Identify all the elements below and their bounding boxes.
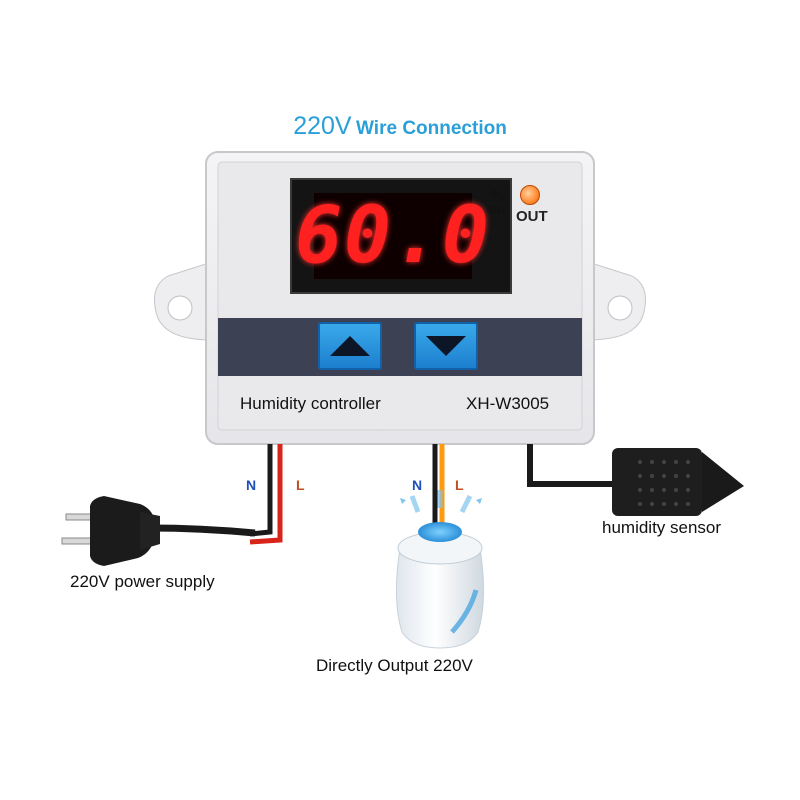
- page-title: 220V Wire Connection: [0, 112, 800, 141]
- display-value: 60.0: [295, 191, 491, 281]
- power-text: power supply: [114, 572, 215, 591]
- device-model: XH-W3005: [466, 394, 550, 413]
- output-voltage: 220V: [433, 656, 473, 675]
- device-name: Humidity controller: [240, 394, 381, 413]
- up-button[interactable]: [318, 322, 382, 370]
- mounting-ear-left: [154, 261, 213, 341]
- power-plug: [61, 496, 160, 566]
- output-text: Directly Output: [316, 656, 429, 675]
- sensor-caption: humidity sensor: [602, 518, 722, 537]
- power-wires: [149, 444, 283, 545]
- title-voltage: 220V: [293, 112, 352, 140]
- output-n-label: N: [412, 477, 423, 493]
- humidifier: [395, 490, 485, 649]
- humidity-sensor: [527, 444, 744, 516]
- unit-rh: RH: [489, 205, 505, 217]
- power-voltage: 220V: [70, 572, 110, 591]
- out-indicator-icon: [520, 185, 540, 205]
- down-arrow-icon: [426, 336, 466, 356]
- output-l-label: L: [455, 477, 464, 493]
- power-caption: 220V power supply: [70, 572, 215, 592]
- up-arrow-icon: [330, 336, 370, 356]
- output-caption: Directly Output 220V: [316, 656, 473, 676]
- output-wires: [432, 444, 445, 530]
- unit-percent: %: [490, 186, 506, 205]
- mounting-ear-right: [587, 261, 646, 341]
- out-label: OUT: [516, 208, 548, 225]
- button-band: [218, 318, 582, 376]
- power-l-label: L: [296, 477, 305, 493]
- power-n-label: N: [246, 477, 257, 493]
- down-button[interactable]: [414, 322, 478, 370]
- title-text: Wire Connection: [356, 118, 507, 139]
- humidity-display: 60.0: [295, 191, 489, 281]
